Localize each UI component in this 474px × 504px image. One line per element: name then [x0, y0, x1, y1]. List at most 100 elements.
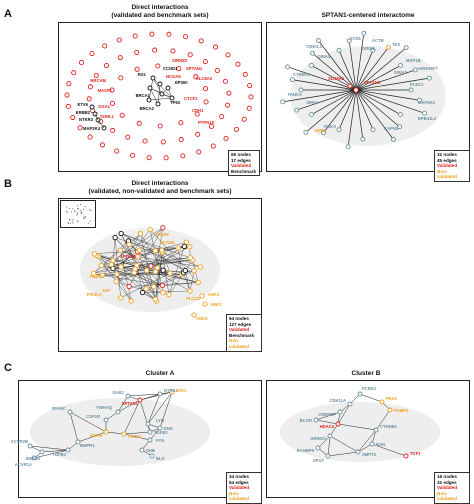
- network-node: [88, 135, 92, 139]
- network-node: [199, 39, 203, 43]
- node-label: ACVR2B: [11, 439, 28, 444]
- network-node: [220, 114, 224, 118]
- network-node: [149, 264, 153, 268]
- network-node: [161, 290, 165, 294]
- network-node: [150, 454, 154, 458]
- network-node: [67, 82, 71, 86]
- network-node: [155, 266, 159, 270]
- overview-dot: [89, 209, 90, 210]
- node-label: GRIA2: [394, 70, 407, 75]
- node-label: SORL1: [100, 114, 115, 119]
- node-label: SPTAN1: [122, 401, 139, 406]
- network-node: [137, 248, 141, 252]
- network-node: [310, 113, 314, 117]
- node-label: RS1: [138, 72, 147, 77]
- network-node: [122, 432, 126, 436]
- overview-dot: [81, 213, 82, 214]
- network-node: [158, 124, 162, 128]
- overview-dot: [88, 223, 89, 224]
- node-label: BRCA1: [136, 93, 151, 98]
- node-label: BCOR: [300, 418, 312, 423]
- node-label: CTCF1: [184, 96, 198, 101]
- network-node: [147, 156, 151, 160]
- network-node: [311, 51, 315, 55]
- network-node: [111, 258, 115, 262]
- network-node: [192, 269, 196, 273]
- node-label: TSNCL1: [306, 44, 323, 49]
- network-node: [153, 48, 157, 52]
- node-label: BMPR1: [80, 443, 95, 448]
- overview-dot: [83, 209, 84, 210]
- node-label: SIRN2D: [172, 58, 187, 63]
- node-label: SPARC: [52, 406, 66, 411]
- node-label: PXMP2: [394, 408, 409, 413]
- network-node: [203, 302, 207, 306]
- network-node: [183, 268, 187, 272]
- legend-nonvalidated: Non-validated: [229, 491, 259, 502]
- network-node: [404, 46, 408, 50]
- network-node: [281, 100, 285, 104]
- network-node: [223, 79, 227, 83]
- node-label: ANK1: [315, 128, 327, 133]
- network-node: [374, 428, 378, 432]
- node-label: PCBD1: [362, 386, 377, 391]
- node-label: CDH1: [192, 108, 204, 113]
- network-node: [161, 140, 165, 144]
- network-node: [160, 283, 164, 287]
- overview-dot: [76, 215, 77, 216]
- network-node: [337, 48, 341, 52]
- network-node: [115, 149, 119, 153]
- network-node: [150, 32, 154, 36]
- node-label: EP300: [175, 80, 188, 85]
- network-node: [371, 128, 375, 132]
- overview-dot: [90, 210, 91, 211]
- network-node: [118, 248, 122, 252]
- node-label: EPB41L2: [418, 116, 437, 121]
- node-label: TES: [392, 42, 400, 47]
- network-node: [198, 265, 202, 269]
- node-label: GGA1: [98, 104, 111, 109]
- network-node: [413, 68, 417, 72]
- node-label: ANK2: [210, 302, 222, 307]
- node-label: JUP: [102, 288, 110, 293]
- network-node: [167, 32, 171, 36]
- network-node: [140, 448, 144, 452]
- node-label: ETV6: [78, 102, 89, 107]
- network-node: [182, 244, 186, 248]
- network-node: [71, 115, 75, 119]
- node-label: YWHAQ: [96, 405, 113, 410]
- node-label: MYH9: [90, 433, 102, 438]
- node-label: GRIN2A: [310, 436, 326, 441]
- network-node: [317, 39, 321, 43]
- network-node: [188, 289, 192, 293]
- network-node: [126, 135, 130, 139]
- overview-dot: [72, 223, 73, 224]
- network-node: [135, 67, 139, 71]
- network-node: [90, 51, 94, 55]
- network-edge: [150, 88, 158, 104]
- overview-dot: [66, 211, 67, 212]
- network-node: [104, 430, 108, 434]
- panel-c-right-legend: 18 nodes 32 edges Validated Non-validate…: [434, 472, 470, 504]
- network-node: [119, 76, 123, 80]
- node-label: MACF1: [98, 88, 113, 93]
- network-node: [370, 442, 374, 446]
- overview-dot: [74, 211, 75, 212]
- network-node: [40, 450, 44, 454]
- node-label: SYN1: [350, 36, 362, 41]
- legend-nonvalidated: Non-validated: [229, 338, 259, 349]
- network-node: [148, 86, 152, 90]
- network-node: [409, 88, 413, 92]
- node-label: NCAM1: [160, 240, 176, 245]
- network-node: [28, 444, 32, 448]
- node-label: SLC8A2: [328, 76, 345, 81]
- network-node: [184, 240, 188, 244]
- network-node: [79, 60, 83, 64]
- node-label: ARHGEF7: [418, 66, 439, 71]
- network-node: [387, 45, 391, 49]
- network-node: [346, 145, 350, 149]
- node-label: SMPT3: [362, 452, 377, 457]
- node-label: MAP3K3: [418, 100, 436, 105]
- overview-dot: [71, 211, 72, 212]
